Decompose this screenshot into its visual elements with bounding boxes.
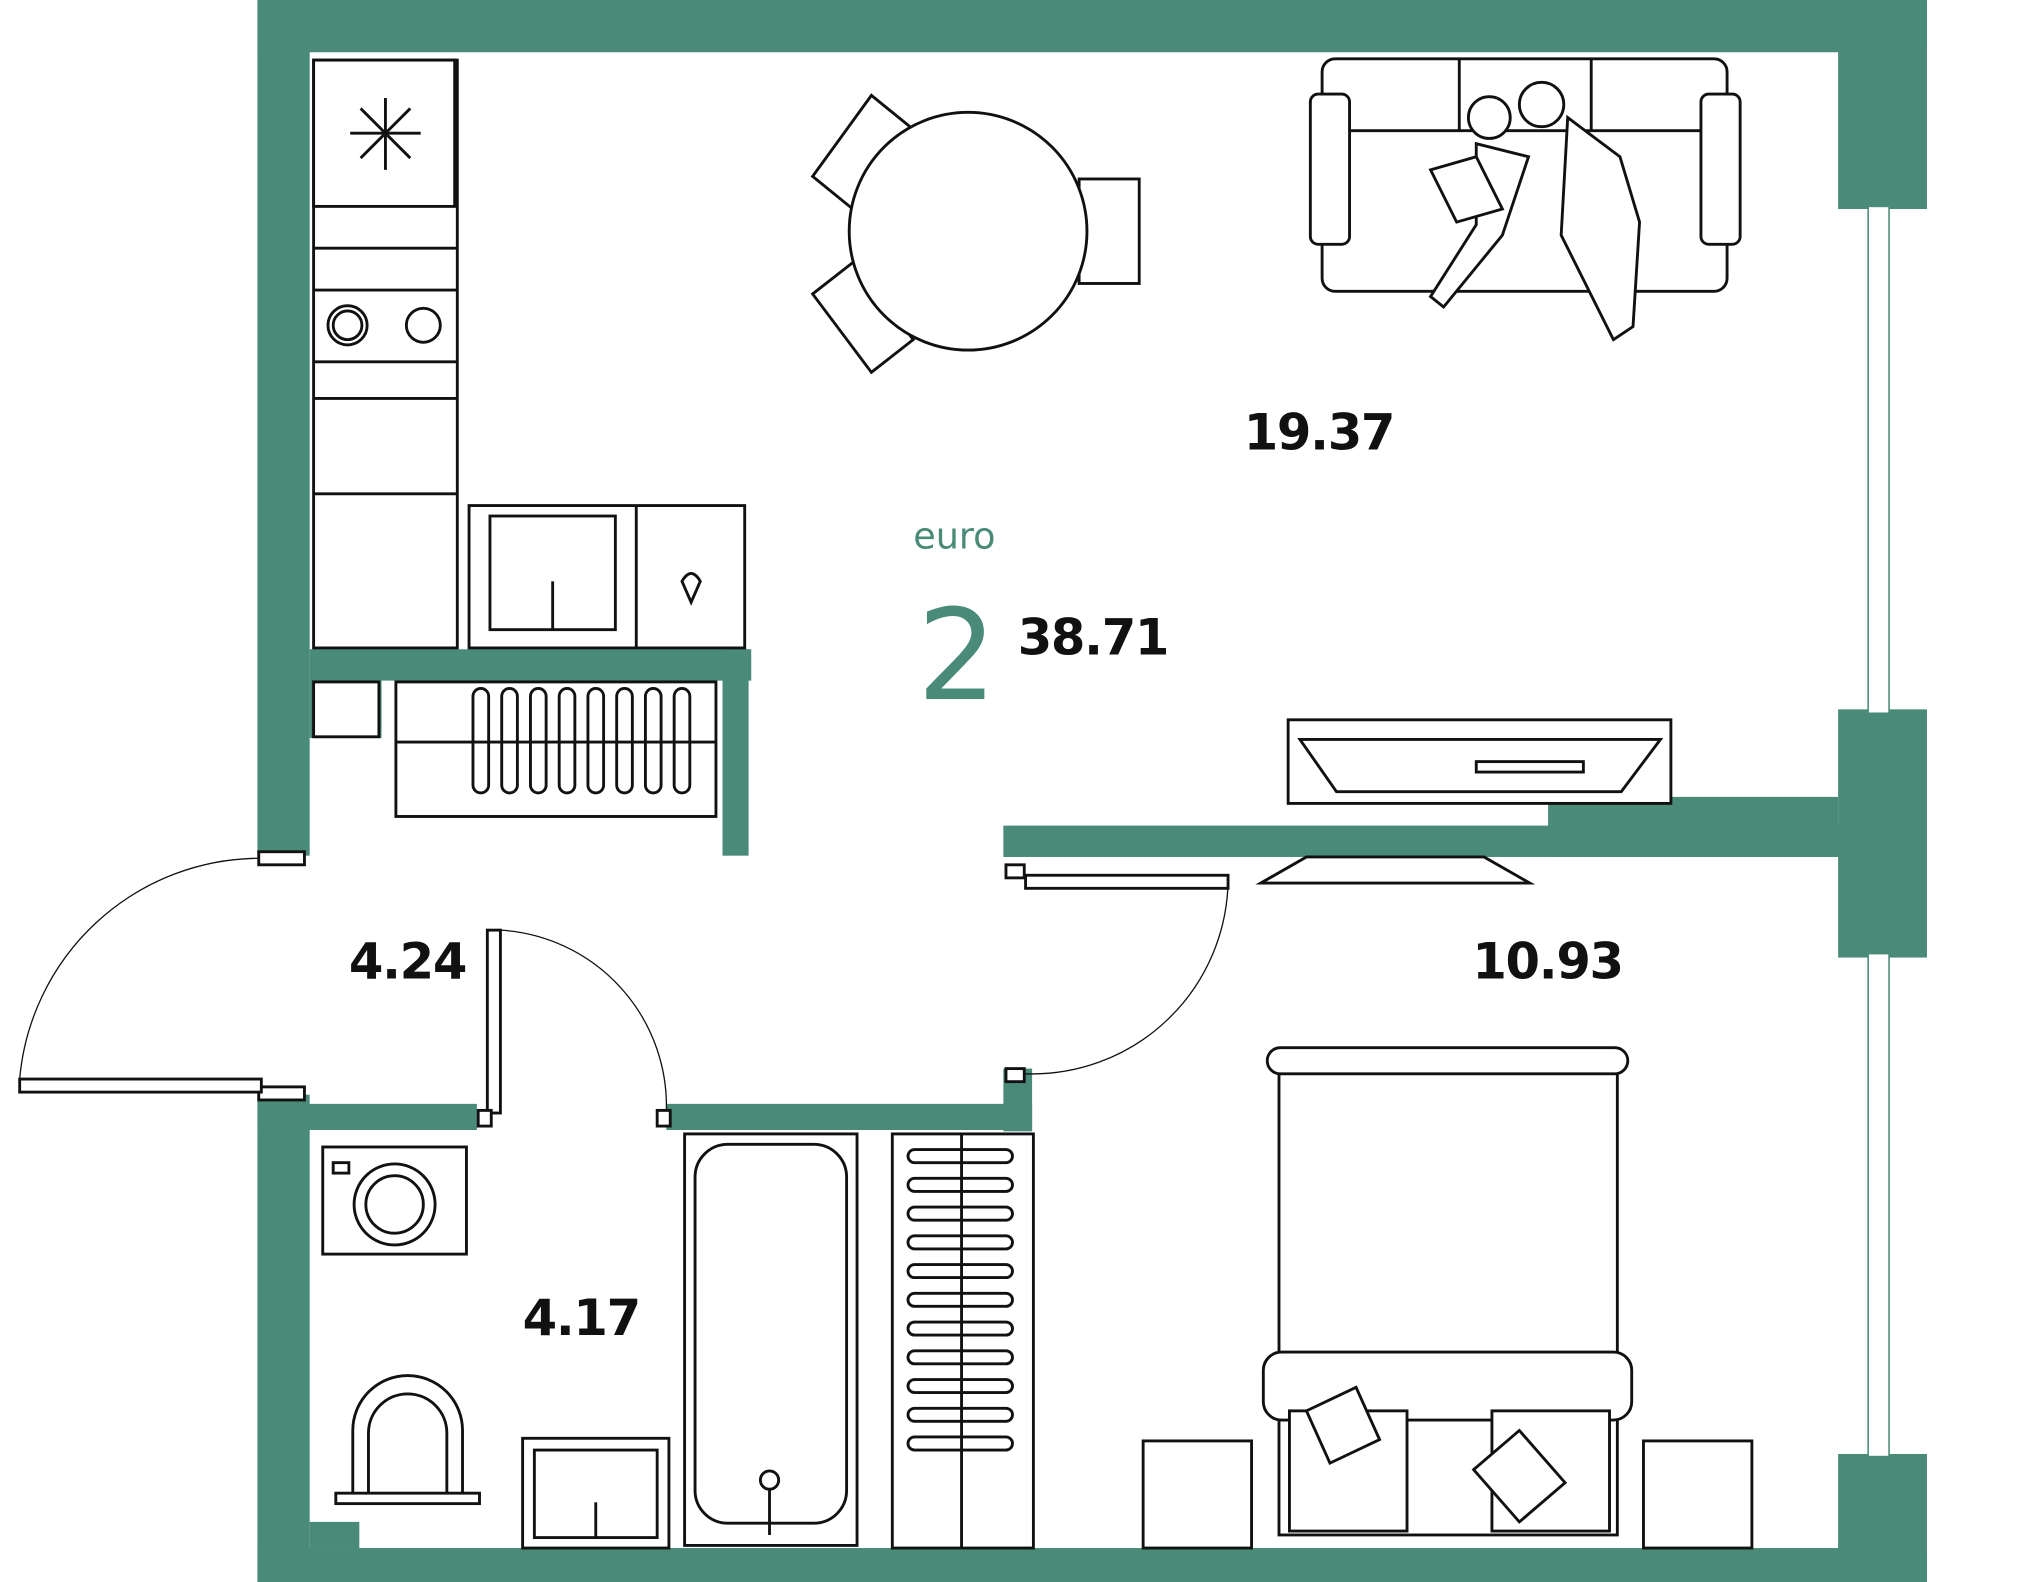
snowflake-icon [350,97,421,170]
dining-table [810,93,1141,375]
total-area-label: 38.71 [1018,608,1168,666]
kitchen-furniture [312,58,747,818]
hallway-area-label: 4.24 [349,932,466,990]
people-illustration [1428,80,1642,342]
doors [18,850,1230,1128]
tv-stand [1255,718,1673,885]
walls [257,0,1927,1582]
bedroom-area-label: 10.93 [1472,932,1622,990]
bathroom-fixtures [321,1132,859,1550]
bathroom-area-label: 4.17 [523,1289,640,1347]
sofa [1308,57,1742,342]
plan-type-label: euro [913,515,995,558]
rooms-count: 2 [917,583,997,729]
living-area-label: 19.37 [1244,403,1394,461]
windows [1867,205,1890,1458]
bed [1141,1046,1754,1550]
wardrobe [890,1132,1035,1550]
